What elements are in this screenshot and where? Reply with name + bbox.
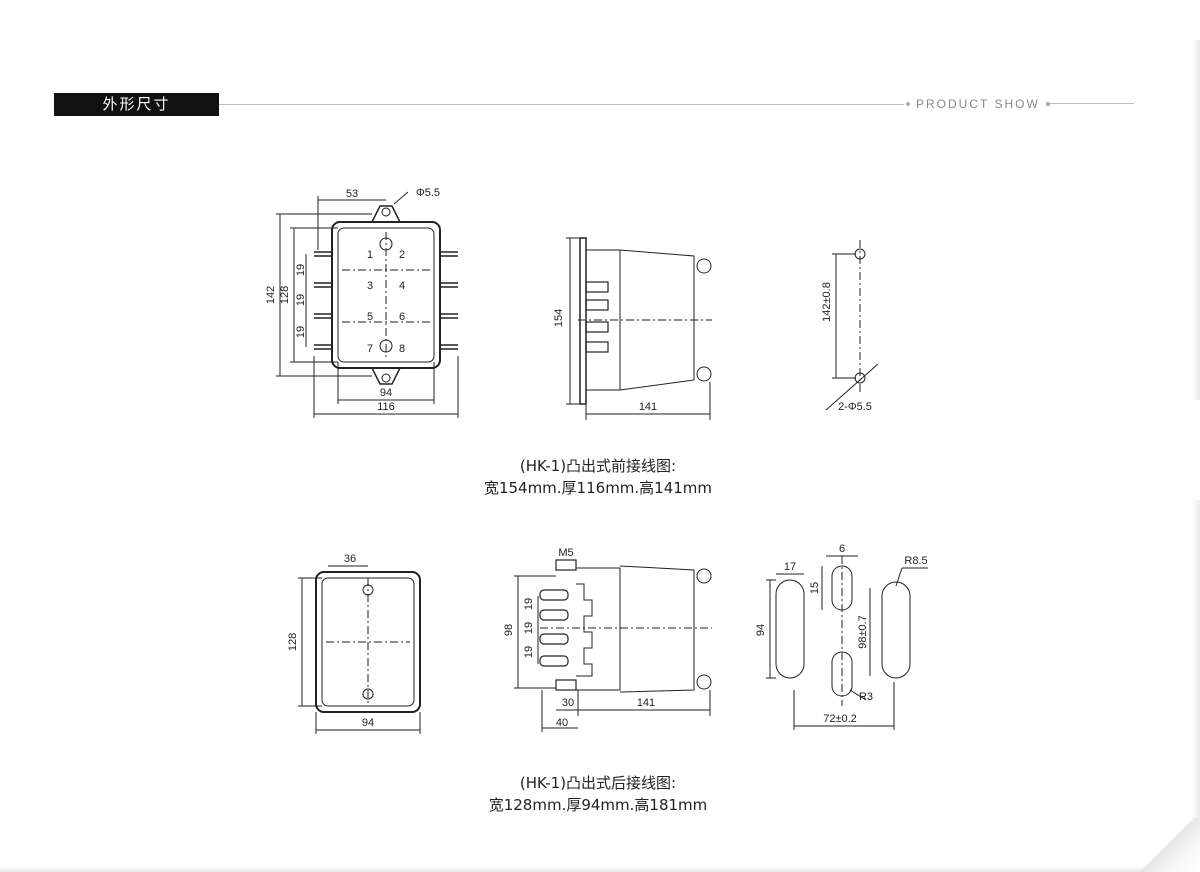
- dim-r85: R8.5: [904, 555, 927, 567]
- dim-154: 154: [553, 309, 565, 327]
- dim-116: 116: [377, 401, 395, 413]
- dim-141-rear: 141: [637, 697, 655, 709]
- dot-right: [1045, 101, 1050, 106]
- dim-30: 30: [562, 697, 574, 709]
- tail-line: [1049, 102, 1134, 104]
- dim-19-e: 19: [523, 622, 535, 634]
- dim-19-b: 19: [295, 294, 307, 306]
- front-caption: (HK-1)凸出式前接线图: 宽154mm.厚116mm.高141mm: [398, 455, 798, 499]
- dim-hole-front: Φ5.5: [416, 187, 440, 199]
- dim-94-front: 94: [380, 387, 392, 399]
- page-curl: [1140, 818, 1200, 872]
- dim-m5: M5: [558, 547, 573, 559]
- dim-19-c: 19: [295, 326, 307, 338]
- dim-128-rear: 128: [287, 633, 299, 651]
- header-divider: [219, 104, 904, 105]
- dim-17: 17: [784, 561, 796, 573]
- dim-72: 72±0.2: [823, 713, 857, 725]
- dim-94-rear: 94: [362, 717, 374, 729]
- dim-141-front: 141: [639, 401, 657, 413]
- rear-caption: (HK-1)凸出式后接线图: 宽128mm.厚94mm.高181mm: [398, 772, 798, 816]
- rear-caption-line2: 宽128mm.厚94mm.高181mm: [488, 796, 708, 814]
- dim-2-holes: 2-Φ5.5: [838, 401, 872, 413]
- dim-142: 142: [265, 286, 277, 304]
- terminal-8: 8: [399, 343, 405, 355]
- product-show-label: PRODUCT SHOW: [906, 97, 1146, 113]
- terminal-3: 3: [367, 280, 373, 292]
- rear-caption-line1: (HK-1)凸出式后接线图:: [519, 774, 677, 792]
- terminal-1: 1: [367, 249, 373, 261]
- product-show-text: PRODUCT SHOW: [916, 97, 1040, 111]
- terminal-4: 4: [399, 280, 405, 292]
- dim-98: 98: [503, 624, 515, 636]
- dim-40: 40: [556, 717, 568, 729]
- dim-36: 36: [344, 553, 356, 565]
- terminal-5: 5: [367, 311, 373, 323]
- dot-left: [906, 101, 910, 106]
- dim-142-tol: 142±0.8: [821, 282, 833, 322]
- page-edge-shadow-lower: [1192, 500, 1200, 820]
- terminal-6: 6: [399, 311, 405, 323]
- dim-94-cut: 94: [755, 624, 767, 636]
- dim-98-tol: 98±0.7: [857, 615, 869, 649]
- dim-128: 128: [279, 286, 291, 304]
- page-edge-shadow: [1192, 40, 1200, 400]
- dim-6: 6: [839, 543, 845, 555]
- dim-19-d: 19: [523, 598, 535, 610]
- terminal-2: 2: [399, 249, 405, 261]
- dim-53: 53: [346, 188, 358, 200]
- terminal-7: 7: [367, 343, 373, 355]
- section-title: 外形尺寸: [54, 93, 219, 116]
- page-bottom-edge: [0, 866, 1200, 872]
- front-caption-line2: 宽154mm.厚116mm.高141mm: [483, 479, 713, 497]
- dim-19-a: 19: [295, 264, 307, 276]
- front-caption-line1: (HK-1)凸出式前接线图:: [519, 457, 677, 475]
- dim-r3: R3: [859, 691, 873, 703]
- dim-19-f: 19: [523, 646, 535, 658]
- dim-15: 15: [809, 582, 821, 594]
